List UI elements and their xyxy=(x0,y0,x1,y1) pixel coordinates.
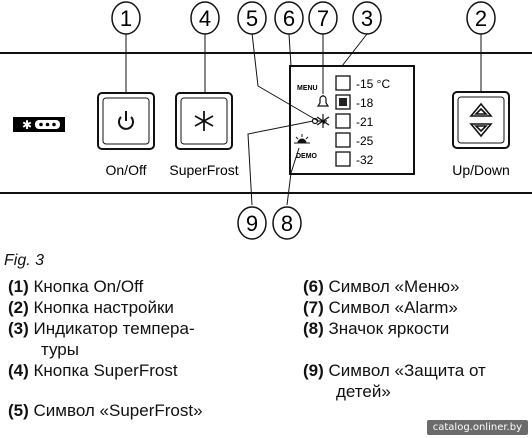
callout-7: 7 xyxy=(308,1,338,35)
callout-6: 6 xyxy=(274,1,304,35)
legend-item-8: (8) Значок яркости xyxy=(303,319,450,338)
svg-text:8: 8 xyxy=(281,211,293,236)
temperature-row: -21 xyxy=(335,113,374,129)
temperature-value: -32 xyxy=(356,153,374,167)
legend-item-4: (4) Кнопка SuperFrost xyxy=(8,361,178,380)
callout-5: 5 xyxy=(237,1,267,35)
callout-1: 1 xyxy=(111,1,141,35)
callout-3: 3 xyxy=(352,1,382,35)
legend-item-7: (7) Символ «Alarm» xyxy=(303,298,458,317)
temperature-row: -32 xyxy=(335,151,374,167)
legend-item-2: (2) Кнопка настройки xyxy=(8,298,174,317)
legend-item-5: (5) Символ «SuperFrost» xyxy=(8,401,203,420)
callout-4: 4 xyxy=(190,1,220,35)
legend-item-9-cont: детей» xyxy=(336,382,391,401)
temperature-led xyxy=(335,75,351,91)
legend-right: (6) Символ «Меню» (7) Символ «Alarm» (8)… xyxy=(303,276,486,402)
temperature-value: -25 xyxy=(356,134,374,148)
snowflake-icon xyxy=(194,111,214,131)
control-panel-diagram: ✱ On/Off SuperFrost xyxy=(0,1,532,240)
updown-label: Up/Down xyxy=(452,162,510,178)
temperature-value: -15 °C xyxy=(356,77,390,91)
display-panel xyxy=(289,65,415,175)
power-icon xyxy=(118,111,134,130)
legend-item-3: (3) Индикатор темпера- xyxy=(8,319,195,338)
up-down-arrows-icon xyxy=(469,102,493,138)
temperature-scale: -15 °C -18 -21 -25 -32 xyxy=(335,75,390,167)
temperature-value: -21 xyxy=(356,115,374,129)
temperature-value: -18 xyxy=(356,96,374,110)
temperature-led xyxy=(335,113,351,129)
temperature-row: -25 xyxy=(335,132,374,148)
legend-item-1: (1) Кнопка On/Off xyxy=(8,277,144,296)
onoff-label: On/Off xyxy=(106,162,147,178)
svg-text:2: 2 xyxy=(475,6,487,31)
svg-text:5: 5 xyxy=(246,6,258,31)
svg-text:9: 9 xyxy=(246,211,258,236)
snowflake-symbol-icon xyxy=(316,114,330,128)
snowflake-dots-badge: ✱ xyxy=(13,117,65,132)
temperature-led xyxy=(335,132,351,148)
legend-item-6: (6) Символ «Меню» xyxy=(303,277,460,296)
leader-lines xyxy=(125,32,482,206)
legend-item-9: (9) Символ «Защита от xyxy=(303,361,486,380)
superfrost-button[interactable] xyxy=(175,92,233,150)
temperature-led-active xyxy=(339,98,347,106)
onoff-button[interactable] xyxy=(97,92,155,150)
svg-text:✱: ✱ xyxy=(22,118,32,132)
temperature-row: -18 xyxy=(335,94,374,110)
svg-text:6: 6 xyxy=(283,6,295,31)
superfrost-label: SuperFrost xyxy=(169,162,238,178)
temperature-led xyxy=(335,151,351,167)
callout-2: 2 xyxy=(466,1,496,35)
legend-item-3-cont: туры xyxy=(41,340,79,359)
callout-9: 9 xyxy=(237,206,267,240)
svg-text:1: 1 xyxy=(120,6,132,31)
temperature-row: -15 °C xyxy=(335,75,390,91)
svg-text:4: 4 xyxy=(199,6,211,31)
bell-icon xyxy=(316,95,330,107)
svg-text:3: 3 xyxy=(361,6,373,31)
menu-label: MENU xyxy=(297,85,318,92)
svg-text:7: 7 xyxy=(317,6,329,31)
watermark: catalog.onliner.by xyxy=(426,420,528,435)
updown-button[interactable] xyxy=(452,91,510,149)
brightness-icon xyxy=(294,134,310,144)
demo-label: DEMO xyxy=(296,153,318,160)
figure-caption: Fig. 3 xyxy=(4,252,45,269)
legend-left: (1) Кнопка On/Off (2) Кнопка настройки (… xyxy=(8,276,203,421)
callout-8: 8 xyxy=(272,206,302,240)
